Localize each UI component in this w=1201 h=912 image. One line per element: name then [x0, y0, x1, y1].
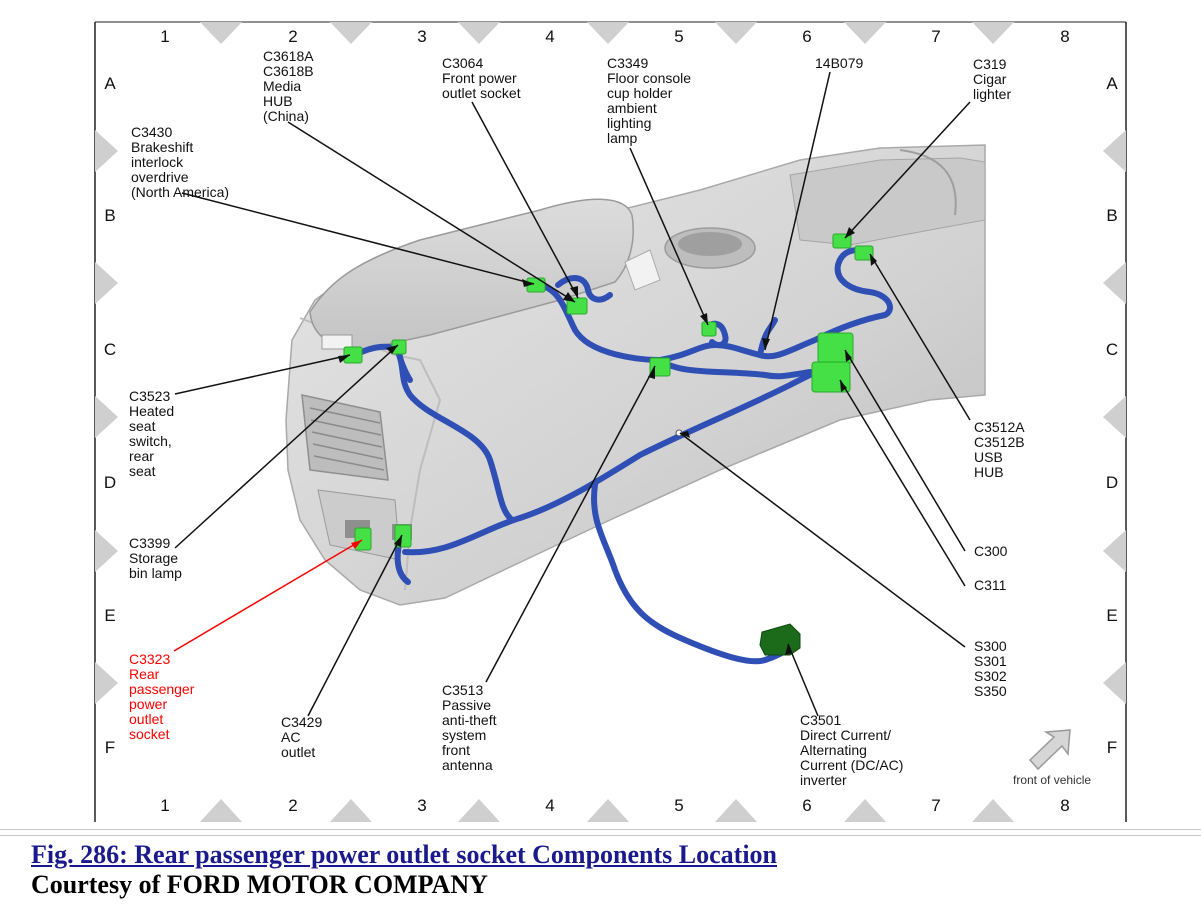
label-c3349: C3349 Floor console cup holder ambient l…	[607, 55, 692, 146]
label-c3513: C3513 Passive anti-theft system front an…	[442, 682, 497, 773]
grid-col-bottom: 2	[288, 796, 298, 815]
grid-col-top: 8	[1060, 27, 1070, 46]
frame-markers	[95, 22, 1126, 822]
grid-col-bottom: 1	[160, 796, 170, 815]
grid-col-bottom: 8	[1060, 796, 1070, 815]
front-of-vehicle-arrow-icon	[1028, 729, 1071, 771]
connector-c3618	[566, 297, 588, 315]
grid-col-bottom: 6	[802, 796, 812, 815]
label-c300: C300	[974, 543, 1008, 559]
connector-c3323	[354, 527, 372, 551]
leader-line-c3323	[173, 539, 363, 652]
grid-row-right: B	[1106, 206, 1118, 225]
connector-c3349	[701, 321, 717, 337]
label-14b079: 14B079	[815, 55, 864, 71]
connector-c3512	[854, 245, 874, 261]
label-c3618: C3618A C3618B Media HUB (China)	[263, 48, 314, 124]
front-of-vehicle-label: front of vehicle	[1013, 773, 1092, 787]
grid-row-right: F	[1106, 738, 1118, 757]
grid-row-right: E	[1106, 606, 1118, 625]
caption-divider	[0, 829, 1201, 830]
inverter-c3501	[759, 623, 801, 656]
grid-col-bottom: 7	[931, 796, 941, 815]
connector-c319	[832, 233, 852, 249]
courtesy-line: Courtesy of FORD MOTOR COMPANY	[31, 870, 488, 899]
caption-divider	[0, 835, 1201, 836]
leader-lines	[174, 71, 971, 717]
grid-col-top: 2	[288, 27, 298, 46]
grid-col-top: 1	[160, 27, 170, 46]
grid-row-left: C	[103, 340, 117, 359]
label-c319: C319 Cigar lighter	[973, 56, 1012, 102]
label-c3430: C3430 Brakeshift interlock overdrive (No…	[131, 124, 230, 200]
label-splices: S300 S301 S302 S350	[974, 638, 1007, 699]
grid-col-bottom: 5	[674, 796, 684, 815]
grid-row-right: A	[1106, 74, 1118, 93]
connectors	[343, 233, 874, 551]
grid-col-top: 7	[931, 27, 941, 46]
arrow-heads	[338, 227, 877, 655]
grid-col-top: 6	[802, 27, 812, 46]
grid-col-top: 4	[545, 27, 555, 46]
grid-row-left: E	[104, 606, 116, 625]
label-c3523: C3523 Heated seat switch, rear seat	[129, 388, 175, 479]
label-c311: C311	[974, 577, 1007, 593]
grid-row-left: F	[104, 738, 116, 757]
grid-col-top: 3	[417, 27, 427, 46]
center-console-illustration	[285, 144, 986, 606]
connector-c3523	[343, 346, 363, 364]
grid-row-left: B	[104, 206, 116, 225]
grid-row-left: A	[104, 74, 116, 93]
figure-caption-link[interactable]: Fig. 286: Rear passenger power outlet so…	[31, 840, 778, 869]
label-c3064: C3064 Front power outlet socket	[442, 55, 521, 101]
grid-row-left: D	[103, 473, 117, 492]
grid-row-right: D	[1105, 473, 1119, 492]
grid-col-top: 5	[674, 27, 684, 46]
grid-col-bottom: 4	[545, 796, 555, 815]
label-c3399: C3399 Storage bin lamp	[129, 535, 182, 581]
label-c3323: C3323 Rear passenger power outlet socket	[129, 651, 195, 742]
label-c3512: C3512A C3512B USB HUB	[974, 419, 1025, 480]
component-location-diagram	[94, 21, 1127, 822]
label-c3429: C3429 AC outlet	[281, 714, 323, 760]
grid-row-right: C	[1105, 340, 1119, 359]
label-c3501: C3501 Direct Current/ Alternating Curren…	[800, 712, 904, 788]
grid-col-bottom: 3	[417, 796, 427, 815]
